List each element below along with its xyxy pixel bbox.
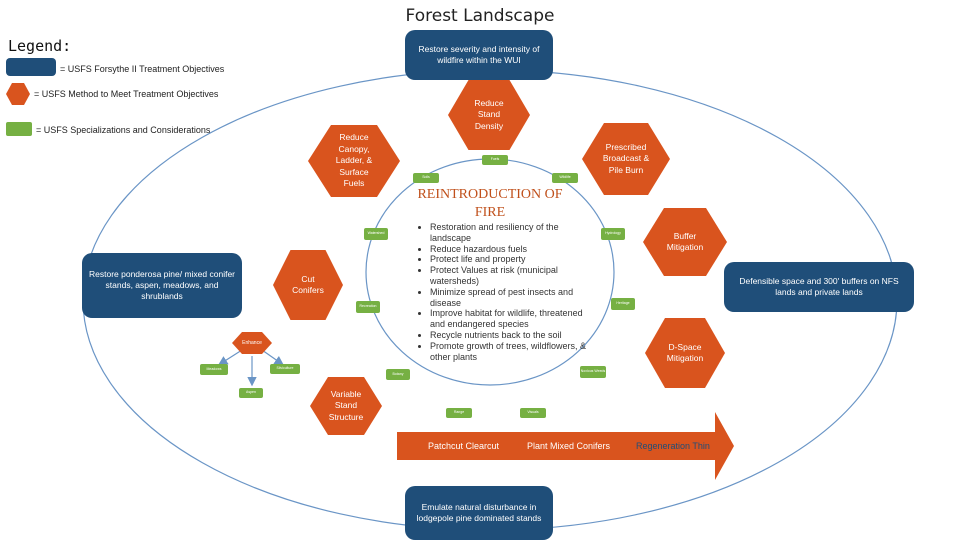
arrow-label-patchcut: Patchcut Clearcut <box>428 441 500 451</box>
objective-defensible-box: Defensible space and 300' buffers on NFS… <box>724 262 914 312</box>
center-bullet: Protect Values at risk (municipal waters… <box>430 265 600 287</box>
method-reduce-density-text: Reduce Stand Density <box>474 97 504 131</box>
spec-meadows-text: Meadows <box>206 366 222 371</box>
spec-hydrology: Hydrology <box>601 228 625 240</box>
center-bullet: Recycle nutrients back to the soil <box>430 330 600 341</box>
spec-heritage-text: Heritage <box>616 301 630 306</box>
center-bullet: Improve habitat for wildlife, threatened… <box>430 308 600 330</box>
objective-lodgepole-box: Emulate natural disturbance in lodgepole… <box>405 486 553 540</box>
spec-heritage: Heritage <box>611 298 635 310</box>
center-bullet: Reduce hazardous fuels <box>430 244 600 255</box>
spec-watershed: Watershed <box>364 228 388 240</box>
spec-visuals: Visuals <box>520 408 546 418</box>
center-bullet: Protect life and property <box>430 254 600 265</box>
spec-wildlife-text: Wildlife <box>559 175 571 180</box>
objective-lodgepole-text: Emulate natural disturbance in lodgepole… <box>416 501 542 523</box>
spec-hydrology-text: Hydrology <box>605 231 621 236</box>
method-variable-structure-text: Variable Stand Structure <box>328 388 364 422</box>
spec-silviculture: Silviculture <box>270 364 300 374</box>
legend-blue-label: = USFS Forsythe II Treatment Objectives <box>60 64 225 74</box>
spec-silviculture-text: Silviculture <box>276 366 294 371</box>
center-bullet-list: Restoration and resiliency of the landsc… <box>418 222 600 362</box>
legend-green-swatch <box>6 122 32 136</box>
spec-botany-text: Botany <box>392 371 404 376</box>
legend-green-label: = USFS Specializations and Consideration… <box>36 125 211 135</box>
spec-aspen-text: Aspen <box>246 390 256 395</box>
arrow-label-regen: Regeneration Thin <box>636 441 710 451</box>
center-bullet: Restoration and resiliency of the landsc… <box>430 222 600 244</box>
objective-defensible-text: Defensible space and 300' buffers on NFS… <box>739 275 899 297</box>
spec-visuals-text: Visuals <box>527 410 539 415</box>
method-cut-conifers-text: Cut Conifers <box>292 273 324 295</box>
objective-ponderosa-box: Restore ponderosa pine/ mixed conifer st… <box>82 253 242 318</box>
spec-soils: Soils <box>413 173 439 183</box>
treatment-arrow <box>397 412 734 480</box>
spec-range-text: Range <box>453 410 465 415</box>
objective-wui-box: Restore severity and intensity of wildfi… <box>405 30 553 80</box>
arrow-label-plant: Plant Mixed Conifers <box>527 441 611 451</box>
spec-recreation: Recreation <box>356 301 380 313</box>
enhance-link-right <box>261 349 284 366</box>
spec-meadows: Meadows <box>200 364 228 375</box>
method-prescribed-burn-text: Prescribed Broadcast & Pile Burn <box>602 141 650 175</box>
legend-orange-swatch <box>6 83 30 105</box>
center-title: REINTRODUCTION OF FIRE <box>417 187 563 220</box>
spec-watershed-text: Watershed <box>367 231 385 236</box>
spec-fuels-text: Fuels <box>490 157 500 162</box>
center-bullet: Minimize spread of pest insects and dise… <box>430 287 600 309</box>
spec-range: Range <box>446 408 472 418</box>
legend-orange-label: = USFS Method to Meet Treatment Objectiv… <box>34 89 219 99</box>
objective-wui-text: Restore severity and intensity of wildfi… <box>418 43 540 65</box>
legend-heading: Legend: <box>8 37 72 55</box>
method-enhance-text: Enhance <box>242 339 262 346</box>
method-reduce-canopy-text: Reduce Canopy, Ladder, & Surface Fuels <box>335 132 373 189</box>
spec-aspen: Aspen <box>239 388 263 398</box>
spec-recreation-text: Recreation <box>359 304 377 309</box>
page-title: Forest Landscape <box>405 6 555 26</box>
method-reduce-canopy: Reduce Canopy, Ladder, & Surface Fuels <box>308 125 400 197</box>
spec-fuels: Fuels <box>482 155 508 165</box>
objective-ponderosa-text: Restore ponderosa pine/ mixed conifer st… <box>89 268 235 302</box>
enhance-link-left <box>217 349 243 366</box>
center-bullet: Promote growth of trees, wildflowers, & … <box>430 341 600 363</box>
spec-wildlife: Wildlife <box>552 173 578 183</box>
spec-botany: Botany <box>386 369 410 380</box>
spec-noxious-weeds: Noxious Weeds <box>580 366 606 378</box>
spec-soils-text: Soils <box>422 175 430 180</box>
method-enhance: Enhance <box>232 332 272 354</box>
spec-noxious-weeds-text: Noxious Weeds <box>580 369 606 374</box>
method-buffer-mitigation-text: Buffer Mitigation <box>666 230 704 252</box>
method-prescribed-burn: Prescribed Broadcast & Pile Burn <box>582 123 670 195</box>
method-dspace-mitigation-text: D-Space Mitigation <box>666 341 704 363</box>
legend-blue-swatch <box>6 58 56 76</box>
